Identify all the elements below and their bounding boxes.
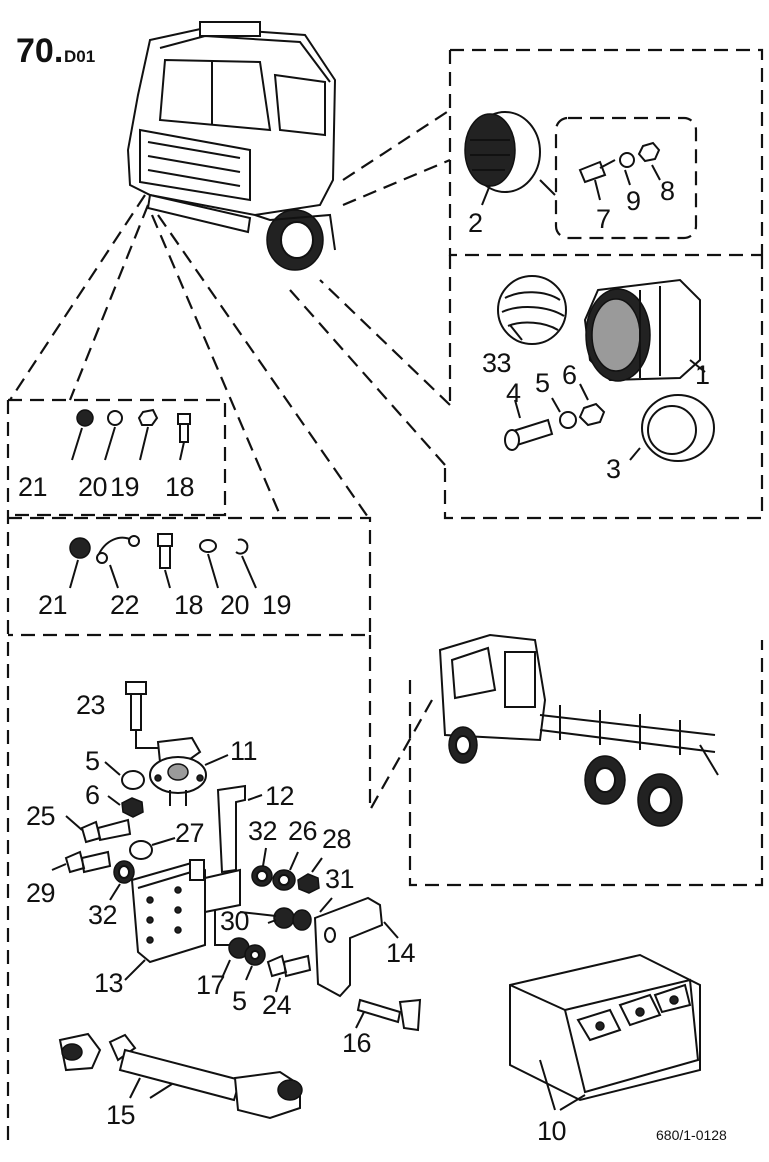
headlamp-box: 2 7 9 8 xyxy=(342,48,764,257)
nut-icon xyxy=(292,909,312,931)
bolt-icon xyxy=(266,954,312,978)
callout-16: 16 xyxy=(342,1028,371,1058)
side-lamp-icon xyxy=(464,111,556,206)
washer-icon xyxy=(129,840,153,860)
callout-23: 23 xyxy=(76,690,105,720)
washer-icon xyxy=(121,770,145,790)
g2-callout-21: 21 xyxy=(38,590,67,620)
callout-32a: 32 xyxy=(248,816,277,846)
callout-6a: 6 xyxy=(562,360,577,390)
callout-1: 1 xyxy=(695,360,710,390)
truck-cab-icon xyxy=(126,21,337,271)
lock-washer-icon xyxy=(235,538,249,555)
callout-29: 29 xyxy=(26,878,55,908)
mount-flange-icon xyxy=(149,736,229,806)
drawing-reference: 680/1-0128 xyxy=(656,1127,727,1143)
callout-4: 4 xyxy=(506,378,521,408)
nut-icon xyxy=(297,873,320,894)
callout-24: 24 xyxy=(262,990,292,1020)
callout-15: 15 xyxy=(106,1100,135,1130)
lock-washer-icon xyxy=(137,408,159,426)
callout-25: 25 xyxy=(26,801,55,831)
callout-26: 26 xyxy=(288,816,317,846)
fastener-group-2: 21 22 18 20 19 xyxy=(8,516,372,637)
washer-icon xyxy=(107,410,123,426)
callout-14: 14 xyxy=(386,938,416,968)
nut-icon xyxy=(637,141,661,163)
lamp-icon xyxy=(497,275,567,345)
headlight-ring-icon xyxy=(641,394,715,462)
bolt-icon xyxy=(177,413,191,443)
leader-lines xyxy=(9,194,371,521)
nut-icon xyxy=(76,409,94,427)
g1-callout-21: 21 xyxy=(18,472,47,502)
g1-callout-18: 18 xyxy=(165,472,194,502)
nut-icon xyxy=(69,537,91,559)
relay-assembly: 23 11 5 6 12 25 27 32 26 28 29 32 31 30 … xyxy=(26,681,422,1130)
g1-callout-20: 20 xyxy=(78,472,107,502)
bolt-icon xyxy=(578,159,616,201)
callout-8: 8 xyxy=(660,176,675,206)
washer-icon xyxy=(199,539,217,553)
g1-callout-19: 19 xyxy=(110,472,139,502)
bolt-icon xyxy=(64,850,112,874)
g2-callout-20: 20 xyxy=(220,590,249,620)
callout-30: 30 xyxy=(220,906,249,936)
headlight-housing-icon xyxy=(583,278,706,382)
callout-2: 2 xyxy=(468,208,483,238)
callout-5a: 5 xyxy=(535,368,550,398)
truck-chassis-icon xyxy=(369,633,764,887)
fastener-group-1: 21 20 19 18 xyxy=(6,398,227,1140)
callout-28: 28 xyxy=(322,824,351,854)
callout-11: 11 xyxy=(230,736,257,766)
callout-3: 3 xyxy=(606,454,621,484)
bolt-icon xyxy=(157,533,173,569)
callout-32b: 32 xyxy=(88,900,117,930)
callout-9: 9 xyxy=(626,186,641,216)
nut-icon xyxy=(578,402,606,427)
callout-27: 27 xyxy=(175,818,204,848)
callout-31: 31 xyxy=(325,864,354,894)
washer-icon xyxy=(273,907,295,929)
page-code: 70. xyxy=(16,32,63,70)
headlight-box: 33 1 4 5 6 3 xyxy=(289,255,764,520)
callout-17: 17 xyxy=(196,970,225,1000)
bolt-icon xyxy=(125,681,147,731)
relay-icon xyxy=(124,860,206,981)
callout-6b: 6 xyxy=(85,780,100,810)
callout-10: 10 xyxy=(537,1116,566,1146)
nut-icon xyxy=(121,797,144,818)
washer-icon xyxy=(619,152,635,168)
bolt-icon xyxy=(80,818,132,844)
g2-callout-18: 18 xyxy=(174,590,203,620)
callout-5c: 5 xyxy=(232,986,247,1016)
page-code-suffix: D01 xyxy=(64,47,95,66)
cable-icon xyxy=(58,1032,303,1120)
bracket-icon xyxy=(216,784,246,874)
callout-12: 12 xyxy=(265,781,294,811)
callout-33: 33 xyxy=(482,348,511,378)
diagram-title: 70. D01 xyxy=(16,32,95,70)
battery-icon: 10 xyxy=(509,953,701,1146)
callout-5b: 5 xyxy=(85,746,100,776)
bracket-icon xyxy=(313,896,384,998)
callout-13: 13 xyxy=(94,968,123,998)
g2-callout-22: 22 xyxy=(110,590,139,620)
washer-icon xyxy=(559,411,577,429)
g2-callout-19: 19 xyxy=(262,590,291,620)
pin-icon xyxy=(356,998,402,1024)
callout-7: 7 xyxy=(596,204,611,234)
